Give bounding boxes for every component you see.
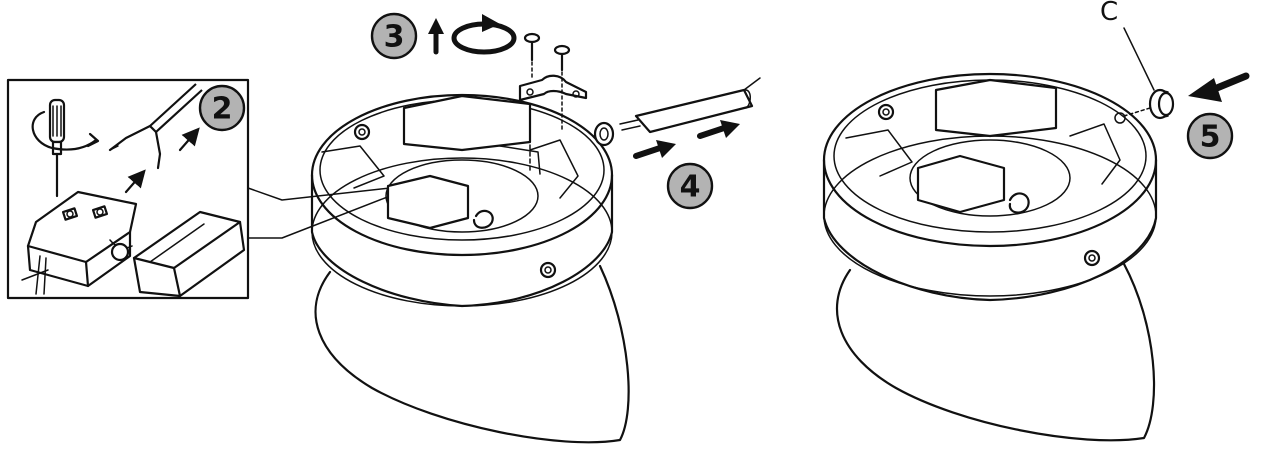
screw-hole bbox=[1083, 249, 1101, 267]
terminal-block-mounted bbox=[916, 154, 1006, 214]
cable-clamp bbox=[518, 74, 588, 102]
step-4-badge bbox=[666, 162, 714, 210]
rotate-arrow-icon bbox=[31, 110, 98, 151]
cable bbox=[619, 77, 761, 134]
grommet bbox=[593, 121, 615, 147]
screw-hole bbox=[353, 123, 371, 141]
terminal-cover bbox=[132, 210, 246, 298]
fixture-left bbox=[310, 93, 630, 444]
push-arrow-icon bbox=[1188, 72, 1250, 102]
push-arrow-icon bbox=[697, 120, 740, 139]
small-arrow-icon bbox=[178, 127, 200, 152]
screw-hole bbox=[877, 103, 895, 121]
screw-icon bbox=[553, 44, 571, 133]
part-label-c: C bbox=[1100, 0, 1118, 27]
step-5-number: 5 bbox=[1200, 120, 1221, 155]
cable-loop bbox=[1008, 192, 1030, 214]
lamp-body bbox=[314, 264, 630, 444]
small-arrow-icon bbox=[124, 169, 146, 194]
step-4-number: 4 bbox=[680, 170, 701, 205]
rotate-unscrew-icon bbox=[451, 14, 517, 55]
step-2-badge bbox=[198, 84, 246, 132]
inset-panel: 2 bbox=[6, 78, 391, 300]
fixture-right bbox=[822, 72, 1158, 442]
callout-leader bbox=[1123, 27, 1155, 91]
cable-loop bbox=[472, 209, 494, 229]
plug-part-c bbox=[1148, 88, 1175, 120]
step-3-badge bbox=[370, 12, 418, 60]
screw-icon bbox=[523, 32, 541, 81]
up-arrow-icon bbox=[428, 18, 444, 55]
inner-compartment bbox=[934, 78, 1058, 138]
wire-pair bbox=[108, 83, 203, 170]
step-2-number: 2 bbox=[212, 92, 233, 127]
inset-frame bbox=[6, 78, 250, 300]
inset-connector-bottom bbox=[247, 195, 391, 239]
terminal-block-mounted bbox=[386, 174, 470, 230]
step-5-badge bbox=[1186, 112, 1234, 160]
lamp-body bbox=[835, 262, 1156, 442]
terminal-block bbox=[21, 190, 138, 295]
inset-connector-top bbox=[247, 187, 391, 201]
step-3-number: 3 bbox=[384, 20, 405, 55]
push-arrow-icon bbox=[633, 140, 676, 159]
screw-hole bbox=[539, 261, 557, 279]
inner-compartment bbox=[402, 94, 532, 152]
